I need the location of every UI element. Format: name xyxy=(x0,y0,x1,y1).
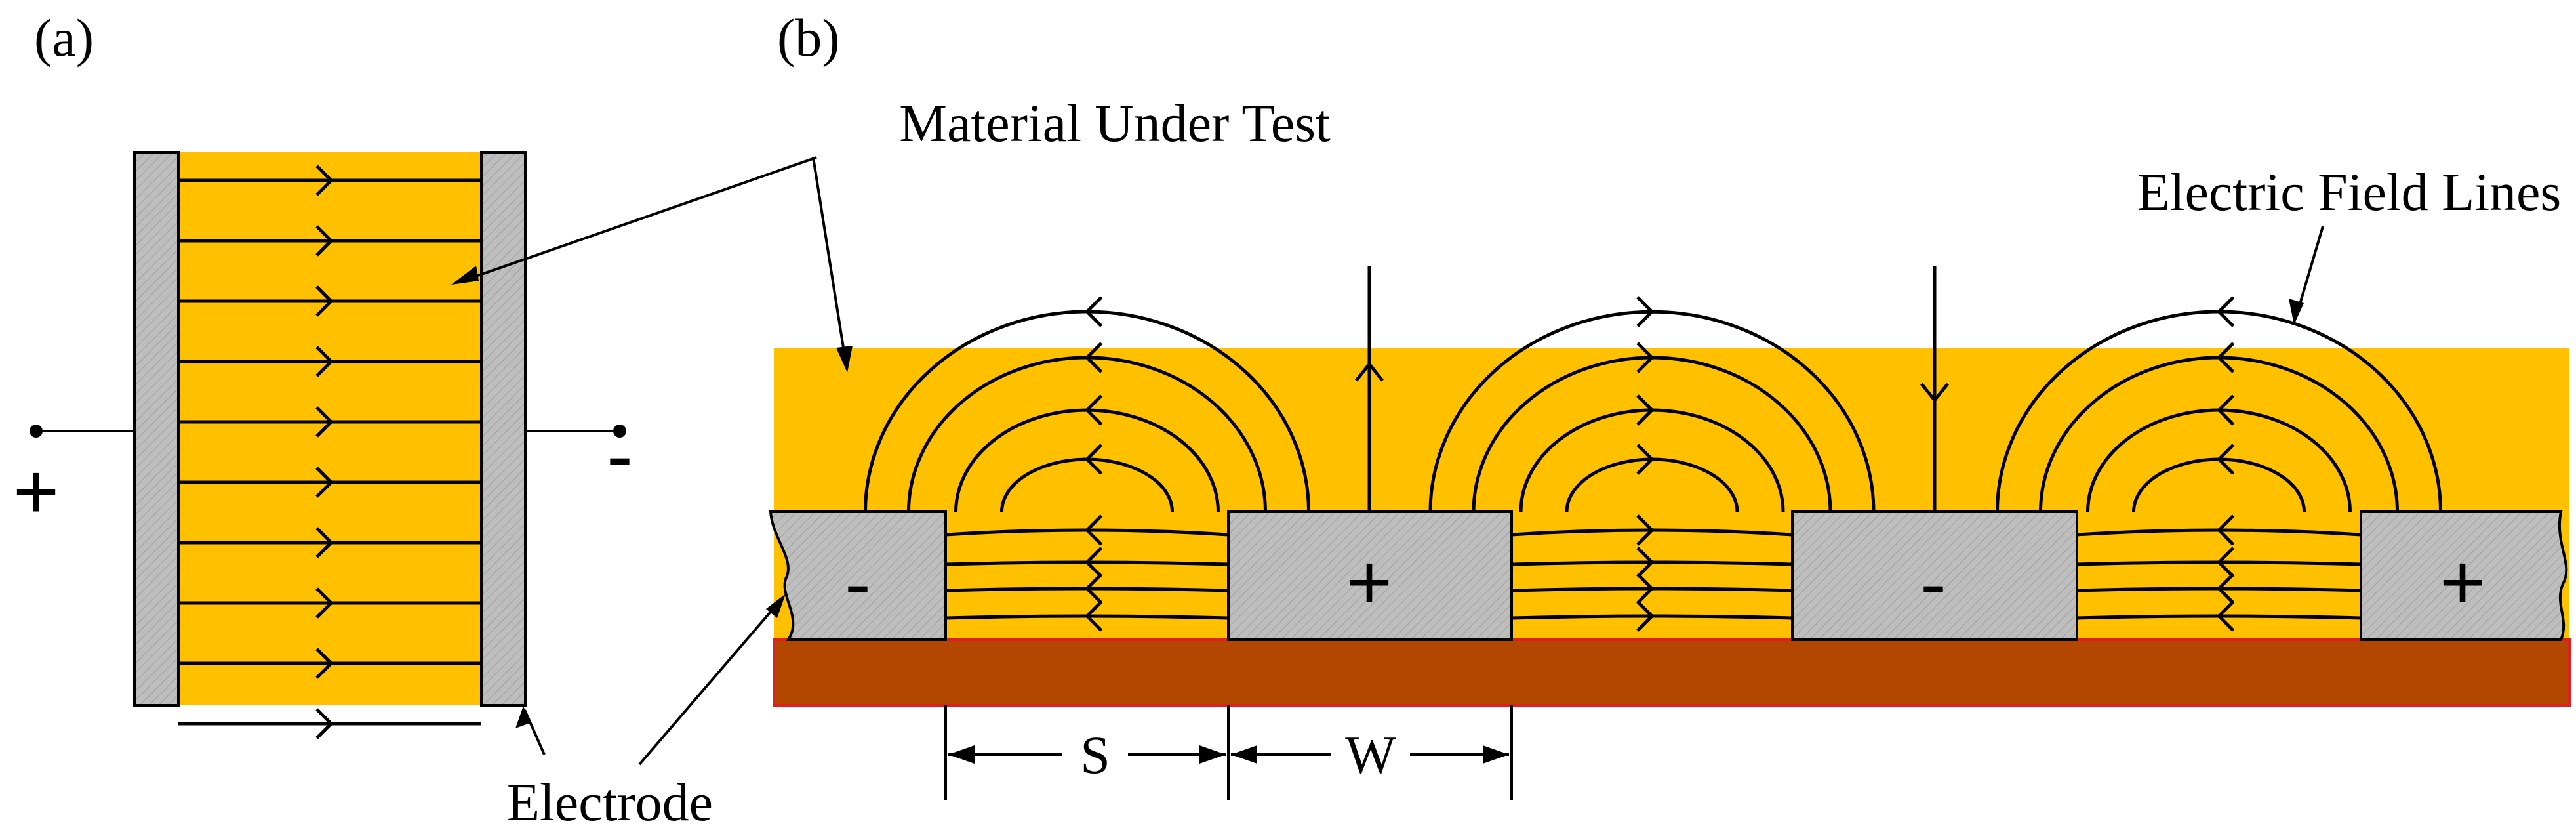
b-gap2-arrow-1 xyxy=(1636,514,1655,546)
panel-a-right-terminal-dot xyxy=(613,425,626,438)
b-gap3-arc-arrow-1 xyxy=(2216,444,2235,475)
panel-b-electrode-1 xyxy=(769,510,947,641)
a-field-arrow-3 xyxy=(315,285,334,317)
b-gap1-arrow-2 xyxy=(1084,547,1103,578)
field-lines-arrow xyxy=(2295,226,2324,316)
a-field-arrow-1 xyxy=(315,165,334,196)
b-gap1-arrow-1 xyxy=(1084,514,1103,546)
panel-b-electrode-3-sign: - xyxy=(1920,539,1946,627)
b-gap1-arc-arrow-2 xyxy=(1084,394,1103,426)
panel-a-positive-terminal: + xyxy=(13,447,59,535)
a-field-arrow-4 xyxy=(315,346,334,377)
b-gap2-arrow-3 xyxy=(1636,573,1655,604)
panel-a-label: (a) xyxy=(34,8,94,68)
panel-a-electrode-arrowhead xyxy=(515,706,530,728)
electrode-label: Electrode xyxy=(507,772,713,830)
panel-a-right-electrode xyxy=(480,151,527,707)
panel-b-vertical-arrow-down xyxy=(1920,383,1949,404)
panel-b: (b) - + - + Material Under Test Electric… xyxy=(451,8,2571,830)
b-gap2-arrow-2 xyxy=(1636,547,1655,578)
panel-b-electrode-3 xyxy=(1791,510,2078,641)
material-arrowhead-a xyxy=(451,266,479,285)
panel-a-left-terminal-dot xyxy=(30,425,43,438)
a-field-arrow-8 xyxy=(315,587,334,619)
panel-b-label: (b) xyxy=(777,8,840,68)
panel-b-electrode-4-sign: + xyxy=(2440,538,2485,626)
panel-b-vertical-arrow-up xyxy=(1355,361,1384,382)
b-gap1-arrow-3 xyxy=(1084,573,1103,604)
panel-a-field-lines xyxy=(178,165,481,739)
dimension-markers xyxy=(944,705,1513,800)
b-gap3-arrow-4 xyxy=(2216,600,2235,632)
material-arrowhead-b xyxy=(836,346,853,373)
b-gap3-arrow-1 xyxy=(2216,514,2235,546)
panel-a: (a) + - xyxy=(13,8,633,755)
a-field-arrow-5 xyxy=(315,406,334,438)
b-gap2-arc-arrow-1 xyxy=(1636,444,1655,475)
panel-a-electrode-arrow xyxy=(523,709,546,755)
material-arrow-to-b xyxy=(812,157,847,365)
a-field-arrow-7 xyxy=(315,527,334,558)
panel-a-negative-terminal: - xyxy=(607,411,633,499)
material-arrow-to-a xyxy=(458,156,817,283)
dimension-arrowheads xyxy=(948,745,1509,764)
b-gap1-arrow-4 xyxy=(1084,600,1103,632)
panel-b-electrode-1-sign: - xyxy=(845,539,871,627)
panel-b-electrode-4 xyxy=(2360,510,2568,641)
panel-b-field-lines xyxy=(864,296,2442,632)
a-field-arrow-6 xyxy=(315,467,334,498)
b-gap3-arc-arrow-3 xyxy=(2216,342,2235,373)
b-gap2-arrow-4 xyxy=(1636,600,1655,632)
a-field-arrow-9 xyxy=(315,648,334,679)
b-gap3-arc-arrow-4 xyxy=(2216,296,2235,327)
material-under-test-label: Material Under Test xyxy=(899,93,1331,153)
b-gap1-arc-arrow-4 xyxy=(1084,296,1103,327)
a-field-arrow-2 xyxy=(315,225,334,257)
b-gap3-arc-arrow-2 xyxy=(2216,394,2235,426)
b-gap1-arc-arrow-1 xyxy=(1084,444,1103,475)
b-gap2-arc-arrow-2 xyxy=(1636,394,1655,426)
width-label: W xyxy=(1345,725,1396,785)
a-field-arrow-10 xyxy=(315,708,334,739)
panel-b-electrode-2-sign: + xyxy=(1346,538,1392,626)
field-lines-arrowhead xyxy=(2289,299,2304,325)
b-gap2-arc-arrow-4 xyxy=(1636,296,1655,327)
panel-a-left-electrode xyxy=(133,151,180,707)
electric-field-lines-label: Electric Field Lines xyxy=(2137,162,2562,222)
b-gap3-arrow-2 xyxy=(2216,547,2235,578)
electrode-arrow-to-b xyxy=(638,599,782,766)
panel-b-material xyxy=(774,348,2569,640)
panel-b-substrate xyxy=(773,638,2571,707)
panel-a-material xyxy=(178,152,481,705)
b-gap3-arrow-3 xyxy=(2216,573,2235,604)
electrode-arrowhead-b xyxy=(766,594,786,618)
b-gap1-arc-arrow-3 xyxy=(1084,342,1103,373)
panel-b-electrode-2 xyxy=(1227,510,1513,641)
spacing-label: S xyxy=(1080,725,1110,785)
b-gap2-arc-arrow-3 xyxy=(1636,342,1655,373)
